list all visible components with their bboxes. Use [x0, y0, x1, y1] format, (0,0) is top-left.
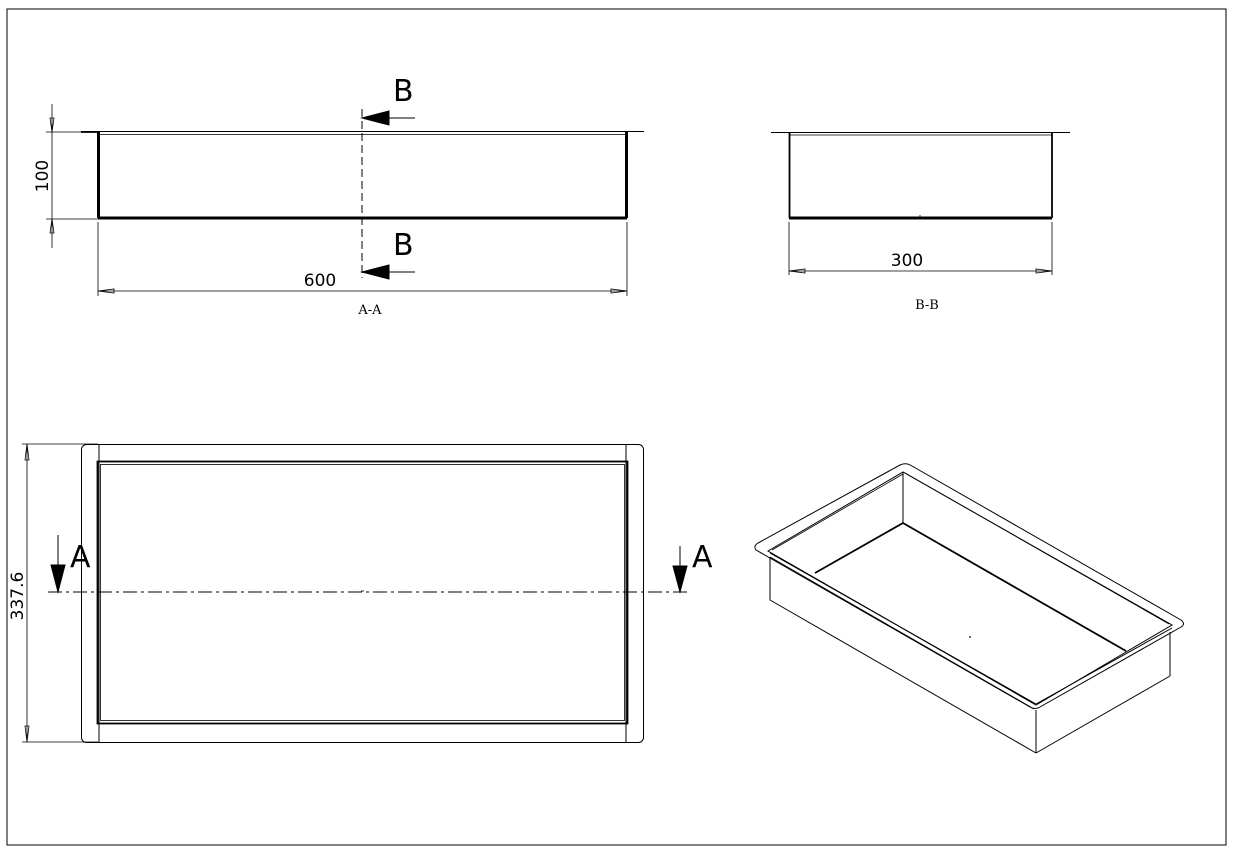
sheet-border [6, 8, 1227, 846]
cut-marker-b-lower: B [393, 228, 414, 263]
section-view-bb: 300 B-B [771, 132, 1070, 313]
top-view: A A 337.6 [8, 443, 713, 743]
dimension-height-337-6: 337.6 [8, 572, 28, 621]
dimension-height-100: 100 [33, 160, 53, 192]
dimension-width-300: 300 [891, 251, 923, 271]
dimension-width-600: 600 [304, 271, 336, 291]
section-label-aa: A-A [357, 303, 382, 318]
cut-marker-a-right: A [692, 540, 713, 575]
isometric-view [754, 463, 1184, 754]
cut-marker-b-upper: B [393, 74, 414, 109]
section-label-bb: B-B [915, 298, 939, 313]
cut-marker-a-left: A [70, 540, 91, 575]
section-view-aa: B B 100 600 A-A [33, 74, 644, 318]
